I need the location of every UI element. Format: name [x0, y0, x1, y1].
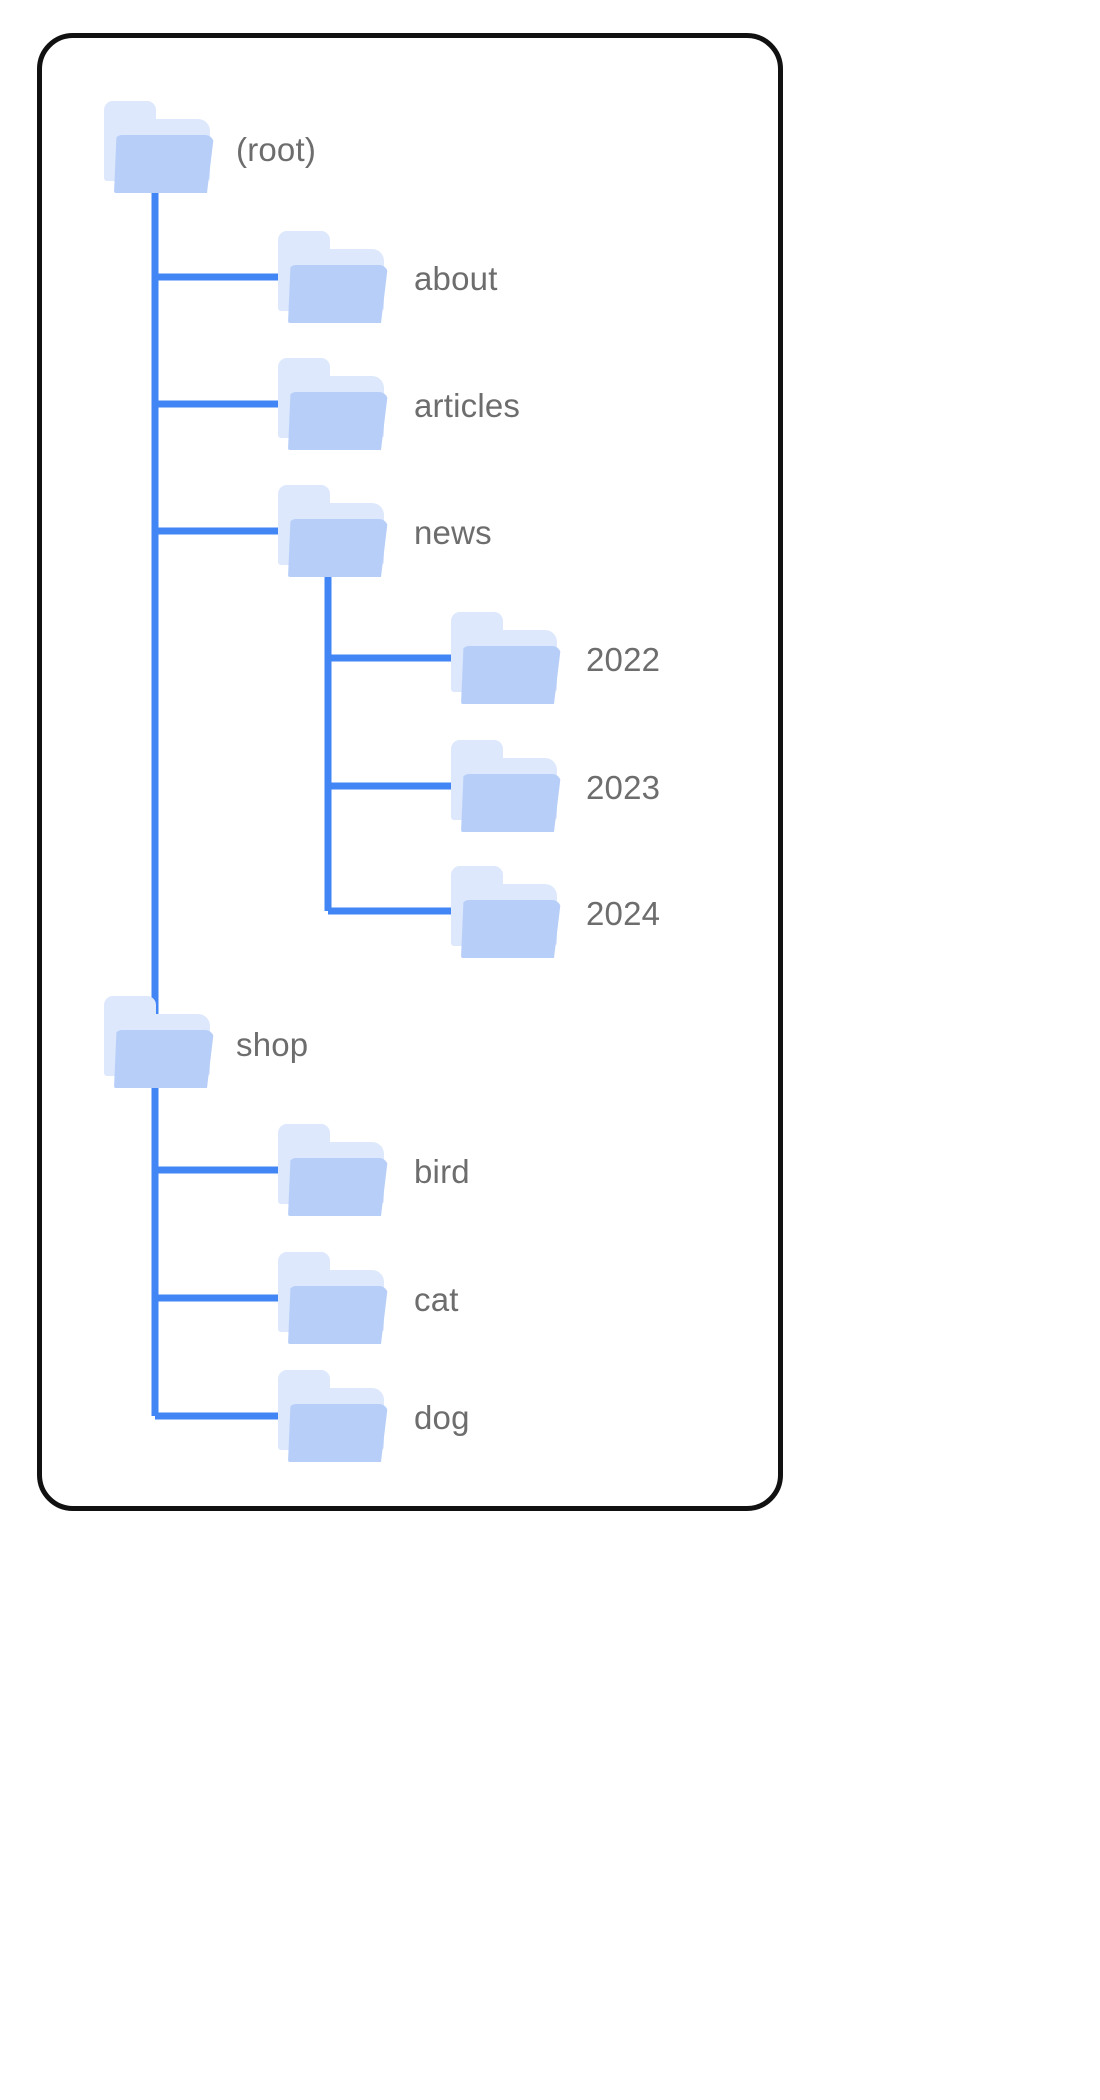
tree-node-label-2024: 2024 — [586, 895, 661, 932]
tree-node-shop[interactable] — [100, 996, 218, 1088]
tree-node-label-cat: cat — [414, 1281, 459, 1318]
folder-icon — [274, 358, 392, 450]
folder-icon — [274, 231, 392, 323]
folder-icon — [447, 866, 565, 958]
folder-icon — [447, 740, 565, 832]
folder-front-panel — [461, 900, 561, 958]
folder-icon — [100, 996, 218, 1088]
tree-node-label-2023: 2023 — [586, 769, 661, 806]
folder-front-panel — [461, 646, 561, 704]
folder-icon — [274, 1370, 392, 1462]
folder-icon — [274, 485, 392, 577]
folder-icon — [274, 1124, 392, 1216]
tree-node-bird[interactable] — [274, 1124, 392, 1216]
folder-front-panel — [288, 392, 388, 450]
folder-front-panel — [288, 265, 388, 323]
tree-node-2022[interactable] — [447, 612, 565, 704]
folder-icon — [274, 1252, 392, 1344]
tree-node-about[interactable] — [274, 231, 392, 323]
tree-node-label-dog: dog — [414, 1399, 470, 1436]
tree-node-dog[interactable] — [274, 1370, 392, 1462]
folder-front-panel — [288, 519, 388, 577]
tree-node-label-articles: articles — [414, 387, 521, 424]
folder-front-panel — [288, 1286, 388, 1344]
tree-node-news[interactable] — [274, 485, 392, 577]
folder-front-panel — [288, 1158, 388, 1216]
tree-node-label-2022: 2022 — [586, 641, 661, 678]
tree-node-cat[interactable] — [274, 1252, 392, 1344]
folder-icon — [447, 612, 565, 704]
tree-node-label-bird: bird — [414, 1153, 470, 1190]
tree-node-label-shop: shop — [236, 1026, 309, 1063]
folder-front-panel — [288, 1404, 388, 1462]
folder-front-panel — [461, 774, 561, 832]
tree-node-articles[interactable] — [274, 358, 392, 450]
folder-front-panel — [114, 135, 214, 193]
tree-node-2024[interactable] — [447, 866, 565, 958]
tree-node-root[interactable] — [100, 101, 218, 193]
folder-icon — [100, 101, 218, 193]
tree-node-label-about: about — [414, 260, 498, 297]
tree-node-2023[interactable] — [447, 740, 565, 832]
tree-node-label-root: (root) — [236, 131, 317, 168]
tree-node-label-news: news — [414, 514, 492, 551]
folder-front-panel — [114, 1030, 214, 1088]
